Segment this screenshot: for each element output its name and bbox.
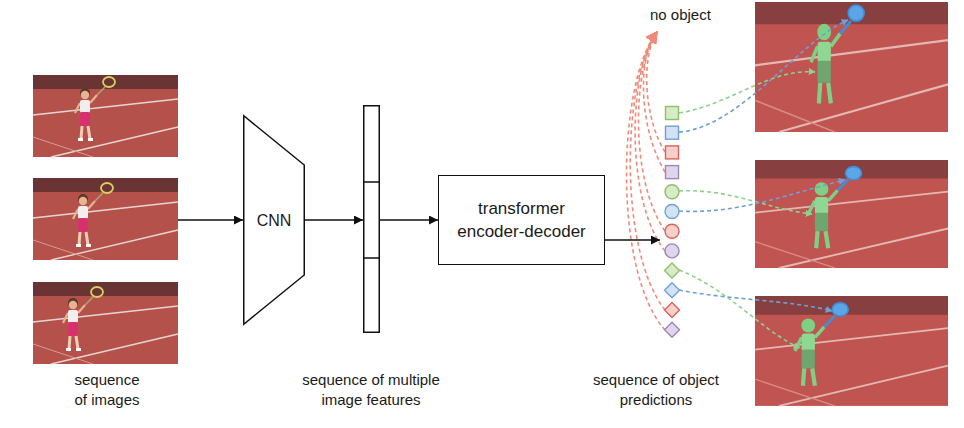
match-lines-part: [679, 270, 800, 348]
input-frame: [33, 75, 178, 157]
feature-bar: [364, 106, 380, 333]
output-frame-part: [755, 2, 948, 132]
flow-arrow: [305, 219, 363, 221]
match-lines-part: [679, 20, 848, 132]
image-sequence: sequence of images: [33, 75, 178, 364]
prediction-slot: [665, 263, 680, 278]
trapezoid-shape: [244, 116, 305, 325]
image-sequence-outline: [33, 75, 178, 364]
prediction-slot: [665, 322, 680, 337]
node-label: CNN: [257, 209, 292, 232]
match-lines: [679, 20, 848, 348]
output-frame-part: [755, 2, 948, 132]
input-frame: [33, 178, 178, 260]
input-frame-part: [33, 75, 178, 157]
prediction-slot: [665, 283, 680, 298]
no-object-lines-part: [630, 32, 665, 310]
caption-text: sequence of multiple image features: [296, 370, 446, 410]
output-frame-part: [755, 296, 948, 406]
annotation-label: no object: [650, 6, 711, 24]
prediction-slot: [666, 126, 679, 139]
match-lines-part: [679, 180, 845, 211]
flow-arrow: [380, 219, 438, 221]
input-frame: [33, 282, 178, 364]
output-frame-part: [811, 5, 864, 103]
input-frame-part: [33, 178, 178, 260]
cnn-block: CNN: [243, 115, 305, 325]
input-frame-part: [33, 282, 178, 364]
output-frame-part: [795, 303, 848, 386]
prediction-slot: [665, 303, 680, 318]
prediction-column: sequence of object predictions: [660, 103, 684, 339]
prediction-slot: [666, 107, 679, 120]
flow-arrow: [605, 239, 660, 241]
prediction-column-outline: [660, 103, 684, 339]
feature-divider: [363, 181, 380, 183]
caption-text: sequence of object predictions: [586, 370, 726, 410]
prediction-slot: [666, 166, 679, 179]
no-object-lines-part: [635, 32, 665, 251]
output-frame-part: [808, 167, 861, 249]
output-frame-part: [755, 296, 948, 406]
no-object-lines-part: [626, 32, 665, 330]
output-frame: [755, 160, 948, 268]
input-frame-part: [73, 183, 113, 247]
output-frame-part: [755, 160, 948, 268]
transformer-box: transformer encoder-decoder: [438, 175, 605, 265]
prediction-slot: [665, 205, 679, 219]
match-lines-part: [679, 290, 832, 311]
caption-text: sequence of images: [69, 370, 145, 410]
input-frame-part: [63, 287, 103, 351]
prediction-slot: [665, 244, 679, 258]
no-object-lines: [626, 32, 665, 330]
match-lines-part: [679, 72, 815, 113]
prediction-slot: [666, 146, 679, 159]
flow-arrow: [178, 219, 243, 221]
output-frame-part: [755, 160, 948, 268]
feature-stack: sequence of multiple image features: [363, 105, 380, 333]
output-frame: [755, 2, 948, 132]
feature-stack-outline: [363, 105, 380, 333]
feature-divider: [363, 257, 380, 259]
output-frame: [755, 296, 948, 406]
input-frame-part: [75, 77, 115, 141]
node-label: transformer encoder-decoder: [448, 197, 595, 243]
prediction-slot: [665, 185, 679, 199]
prediction-slot: [665, 224, 679, 238]
no-object-lines-part: [647, 32, 665, 152]
